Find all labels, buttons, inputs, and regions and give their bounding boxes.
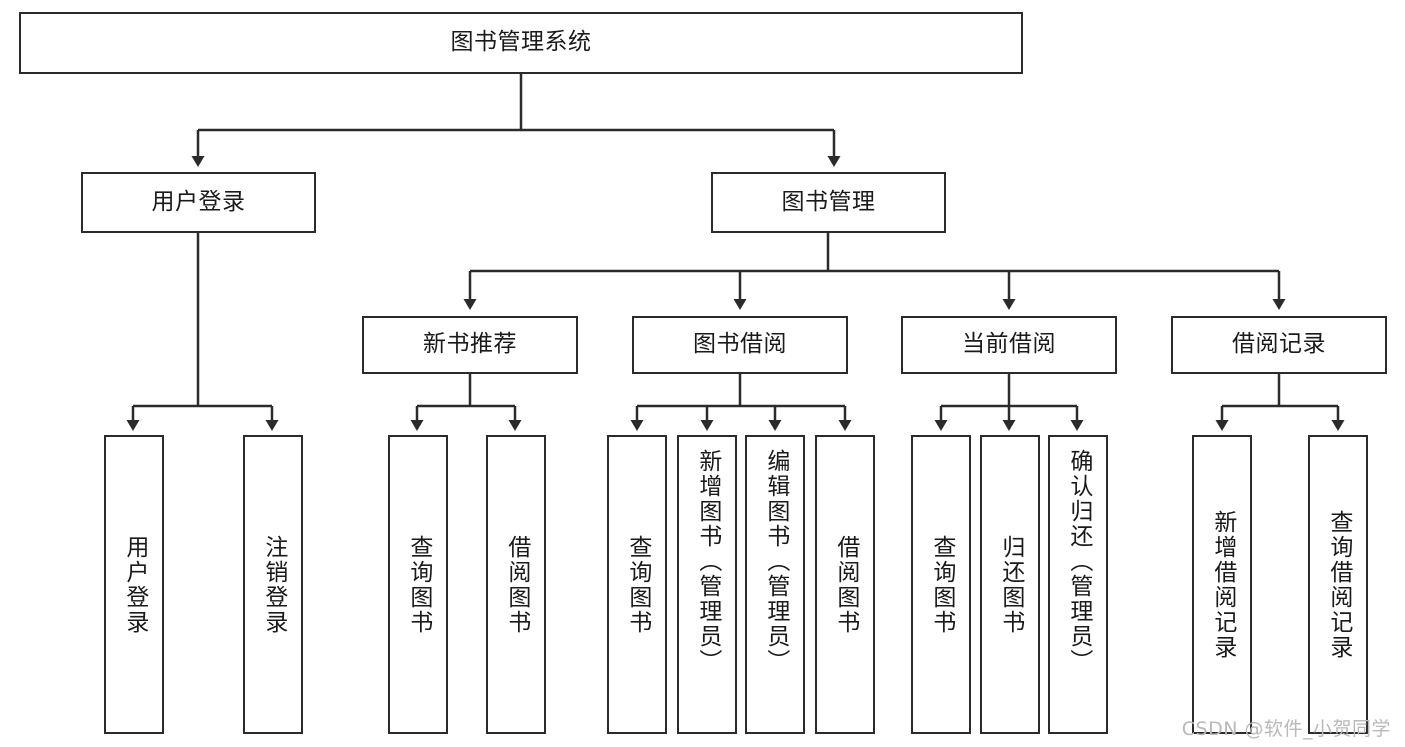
node-leaf-query-record[interactable]: 查询借阅记录 — [1308, 435, 1368, 734]
node-leaf-borrow-book-2[interactable]: 借阅图书 — [815, 435, 875, 734]
node-leaf-return-book-label: 归还图书 — [997, 534, 1024, 635]
node-leaf-confirm-return[interactable]: 确认归还（管理员） — [1048, 435, 1108, 734]
node-book-manage[interactable]: 图书管理 — [711, 172, 946, 233]
node-leaf-query-book-2[interactable]: 查询图书 — [607, 435, 667, 734]
node-current-borrow-label: 当前借阅 — [962, 331, 1056, 358]
node-leaf-query-book-1[interactable]: 查询图书 — [388, 435, 448, 734]
node-leaf-query-book-3[interactable]: 查询图书 — [911, 435, 971, 734]
node-leaf-edit-book-label: 编辑图书（管理员） — [762, 449, 789, 674]
node-leaf-return-book[interactable]: 归还图书 — [980, 435, 1040, 734]
node-leaf-logout-login-label: 注销登录 — [260, 534, 287, 635]
node-leaf-logout-login[interactable]: 注销登录 — [243, 435, 303, 734]
node-book-borrow[interactable]: 图书借阅 — [632, 316, 848, 374]
node-root-label: 图书管理系统 — [450, 29, 592, 56]
node-leaf-add-book-label: 新增图书（管理员） — [694, 449, 721, 674]
node-leaf-borrow-book-1[interactable]: 借阅图书 — [486, 435, 546, 734]
node-leaf-query-book-1-label: 查询图书 — [405, 534, 432, 635]
node-leaf-query-book-3-label: 查询图书 — [928, 534, 955, 635]
node-borrow-record-label: 借阅记录 — [1232, 331, 1326, 358]
node-book-manage-label: 图书管理 — [781, 188, 876, 215]
node-leaf-add-record[interactable]: 新增借阅记录 — [1192, 435, 1252, 734]
node-leaf-query-record-label: 查询借阅记录 — [1325, 509, 1352, 660]
node-new-book-recommend[interactable]: 新书推荐 — [362, 316, 578, 374]
node-leaf-edit-book[interactable]: 编辑图书（管理员） — [745, 435, 805, 734]
node-user-login[interactable]: 用户登录 — [81, 172, 316, 233]
node-leaf-borrow-book-1-label: 借阅图书 — [503, 534, 530, 635]
node-leaf-confirm-return-label: 确认归还（管理员） — [1065, 449, 1092, 674]
node-leaf-add-book[interactable]: 新增图书（管理员） — [677, 435, 737, 734]
node-current-borrow[interactable]: 当前借阅 — [901, 316, 1117, 374]
node-borrow-record[interactable]: 借阅记录 — [1171, 316, 1387, 374]
node-root[interactable]: 图书管理系统 — [19, 12, 1023, 74]
node-leaf-query-book-2-label: 查询图书 — [624, 534, 651, 635]
node-leaf-user-login-label: 用户登录 — [121, 534, 148, 635]
node-user-login-label: 用户登录 — [151, 188, 246, 215]
node-new-book-recommend-label: 新书推荐 — [423, 331, 517, 358]
node-book-borrow-label: 图书借阅 — [693, 331, 787, 358]
node-leaf-user-login[interactable]: 用户登录 — [104, 435, 164, 734]
node-leaf-borrow-book-2-label: 借阅图书 — [832, 534, 859, 635]
node-leaf-add-record-label: 新增借阅记录 — [1209, 509, 1236, 660]
